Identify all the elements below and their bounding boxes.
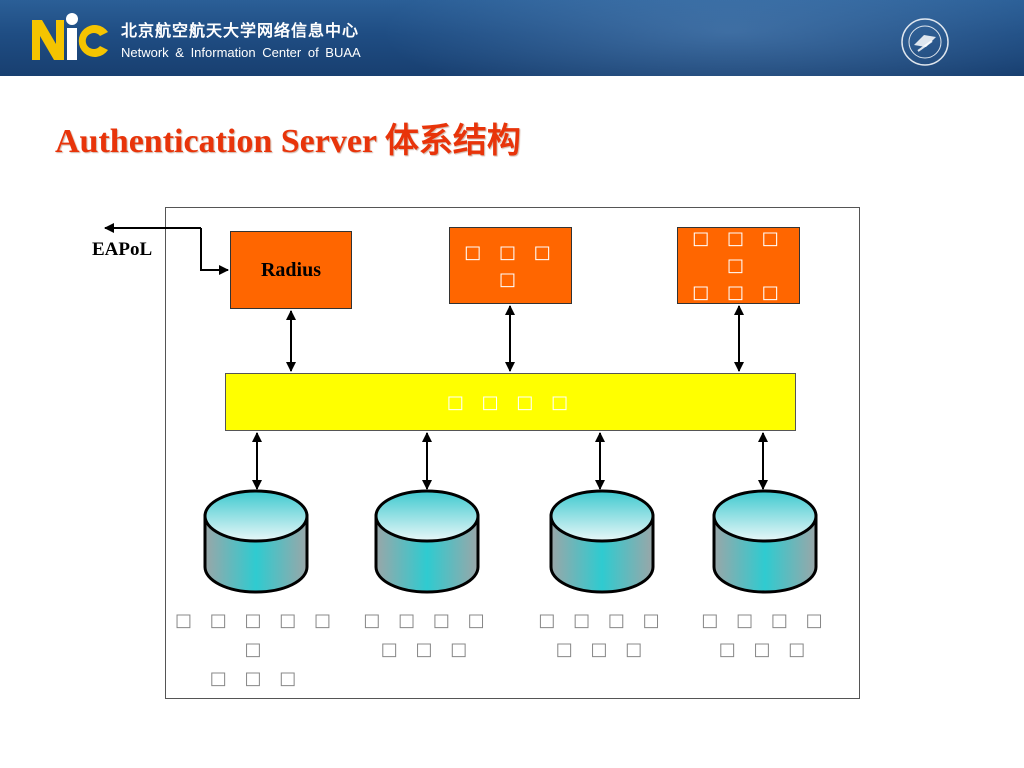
university-seal-icon: [901, 18, 949, 66]
org-name-english: Network & Information Center of BUAA: [121, 45, 361, 60]
database-1-label: □ □ □ □ □ □ □ □ □: [175, 610, 337, 689]
database-3-label: □ □ □ □ □ □ □: [538, 610, 666, 660]
bus-box: □ □ □ □: [225, 373, 796, 431]
header-banner: 北京航空航天大学网络信息中心 Network & Information Cen…: [0, 0, 1024, 76]
top-middle-box: □ □ □ □: [449, 227, 572, 304]
org-name-chinese: 北京航空航天大学网络信息中心: [121, 21, 360, 40]
slide-title: Authentication Server 体系结构: [55, 123, 521, 160]
database-2-label: □ □ □ □ □ □ □: [363, 610, 491, 660]
nic-logo-icon: [32, 13, 108, 60]
database-4-label: □ □ □ □ □ □ □: [701, 610, 829, 660]
radius-box: Radius: [230, 231, 352, 309]
diagram-frame: [165, 207, 860, 699]
top-right-box: □ □ □ □ □ □ □: [677, 227, 800, 304]
eapol-label: EAPoL: [92, 239, 153, 260]
